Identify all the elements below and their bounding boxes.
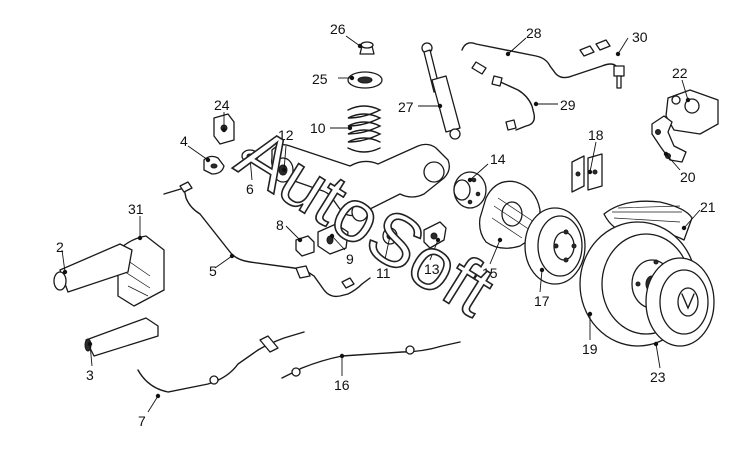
part-26-cap: [359, 41, 375, 55]
part-13-bolt: [423, 221, 447, 249]
callout-29: 29: [560, 97, 576, 113]
part-3-lever: [84, 317, 159, 357]
callout-25: 25: [312, 71, 328, 87]
callout-31: 31: [128, 201, 144, 217]
part-30-bleed-screw: [613, 65, 625, 89]
callout-19: 19: [582, 341, 598, 357]
callout-16: 16: [334, 377, 350, 393]
part-10-coil-spring: [347, 105, 382, 153]
part-17-brake-disc: [524, 207, 586, 285]
callout-11: 11: [376, 265, 391, 281]
callout-24: 24: [214, 97, 230, 113]
callout-20: 20: [680, 169, 696, 185]
watermark-group: AutoSoft: [223, 110, 510, 333]
part-20-caliper-carrier: [651, 115, 687, 163]
part-28-brake-pipe: [461, 39, 623, 79]
callout-9: 9: [346, 251, 354, 267]
callout-23: 23: [650, 369, 666, 385]
watermark-text: AutoSoft: [224, 111, 509, 332]
callout-5: 5: [209, 263, 217, 279]
callout-14: 14: [490, 151, 506, 167]
callout-2: 2: [56, 239, 64, 255]
part-14-wheel-hub: [453, 171, 487, 209]
part-9-mount: [317, 223, 349, 255]
callout-6: 6: [246, 181, 254, 197]
callout-18: 18: [588, 127, 604, 143]
callout-7: 7: [138, 413, 146, 429]
part-2-guide: [53, 243, 133, 293]
part-23-hub-cap: [645, 257, 715, 347]
part-7-handbrake-cable-a: [137, 331, 305, 393]
callout-15: 15: [482, 265, 498, 281]
callout-10: 10: [310, 120, 326, 136]
callout-26: 26: [330, 21, 346, 37]
callout-4: 4: [180, 133, 188, 149]
part-25-ring: [347, 71, 383, 89]
callout-27: 27: [398, 99, 414, 115]
callout-13: 13: [424, 261, 440, 277]
callout-22: 22: [672, 65, 688, 81]
callout-17: 17: [534, 293, 550, 309]
callout-30: 30: [632, 29, 648, 45]
part-5-stabilizer-bar: [163, 181, 371, 298]
part-27-shock-absorber: [421, 42, 461, 140]
callout-labels: 2 3 4 5 6 7 8 9 10 11 12 13 14 15 16 17 …: [56, 21, 716, 429]
leader-lines: [61, 35, 701, 413]
callout-28: 28: [526, 25, 542, 41]
part-22-brake-caliper: [665, 89, 719, 135]
callout-3: 3: [86, 367, 94, 383]
part-16-handbrake-cable-b: [281, 341, 461, 379]
callout-21: 21: [700, 199, 716, 215]
part-29-brake-hose: [491, 75, 536, 131]
callout-12: 12: [278, 127, 294, 143]
callout-8: 8: [276, 217, 284, 233]
part-18-brake-pads: [571, 153, 603, 193]
